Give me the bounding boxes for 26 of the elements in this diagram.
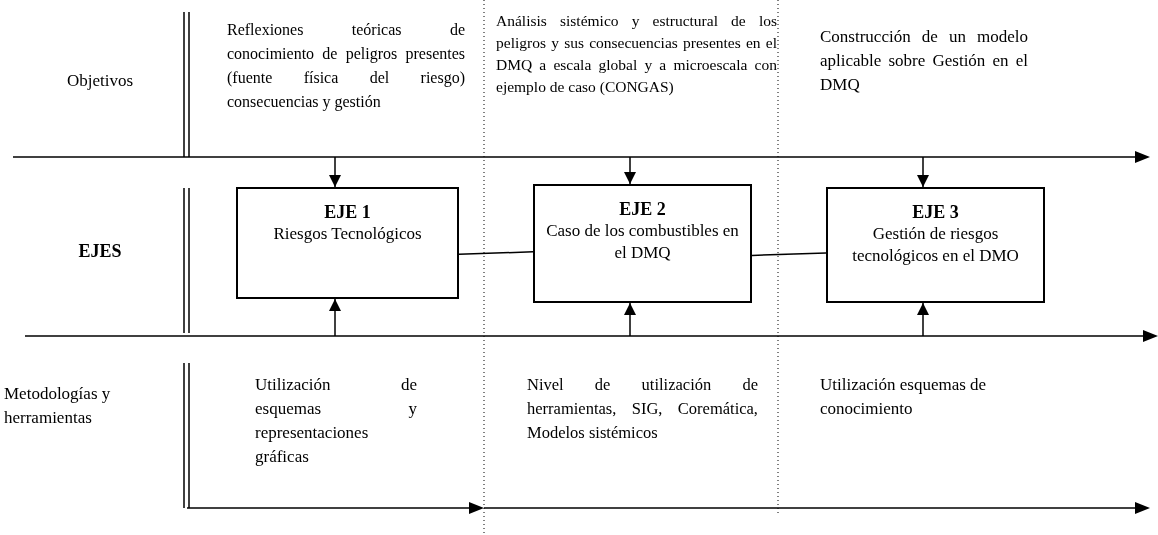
arrow: [329, 298, 341, 337]
arrow: [624, 302, 636, 337]
objective-text: Reflexiones teóricas de conocimiento de peligros presentes (fuente física del riesgo) consecuencias y gestión: [227, 20, 465, 113]
arrow: [917, 302, 929, 337]
connector-line: [751, 252, 827, 257]
arrow: [624, 156, 636, 185]
method-text: Utilización esquemas de conocimiento: [820, 374, 988, 420]
axis-box: [236, 187, 459, 299]
row-label: Objetivos: [65, 70, 135, 92]
axis-box: [533, 184, 752, 303]
objective-text: Construcción de un modelo aplicable sobre Gestión en el DMQ: [820, 26, 1028, 96]
objective-text: Análisis sistémico y estructural de los peligros y sus consecuencias presentes en el DMQ a escala global y a microescala con ejemplo de caso (CONGAS): [496, 11, 777, 97]
method-text: Nivel de utilización de herramientas, SIG, Coremática, Modelos sistémicos: [527, 374, 758, 444]
row-label: EJES: [77, 240, 123, 263]
row-label: Metodologías y herramientas: [4, 383, 112, 429]
arrow: [917, 156, 929, 188]
arrow: [329, 156, 341, 188]
method-text: Utilización de esquemas y representaciones gráficas: [255, 374, 417, 468]
box-text: Riesgos Tecnológicos: [273, 223, 422, 245]
connector-line: [458, 251, 534, 255]
box-text: Caso de los combustibles en el DMQ: [545, 220, 740, 264]
axis-box: [826, 187, 1045, 303]
box-heading: EJE 2: [619, 198, 666, 220]
box-heading: EJE 3: [912, 201, 959, 223]
box-heading: EJE 1: [324, 201, 371, 223]
box-text: Gestión de riesgos tecnológicos en el DMO: [851, 223, 1020, 267]
